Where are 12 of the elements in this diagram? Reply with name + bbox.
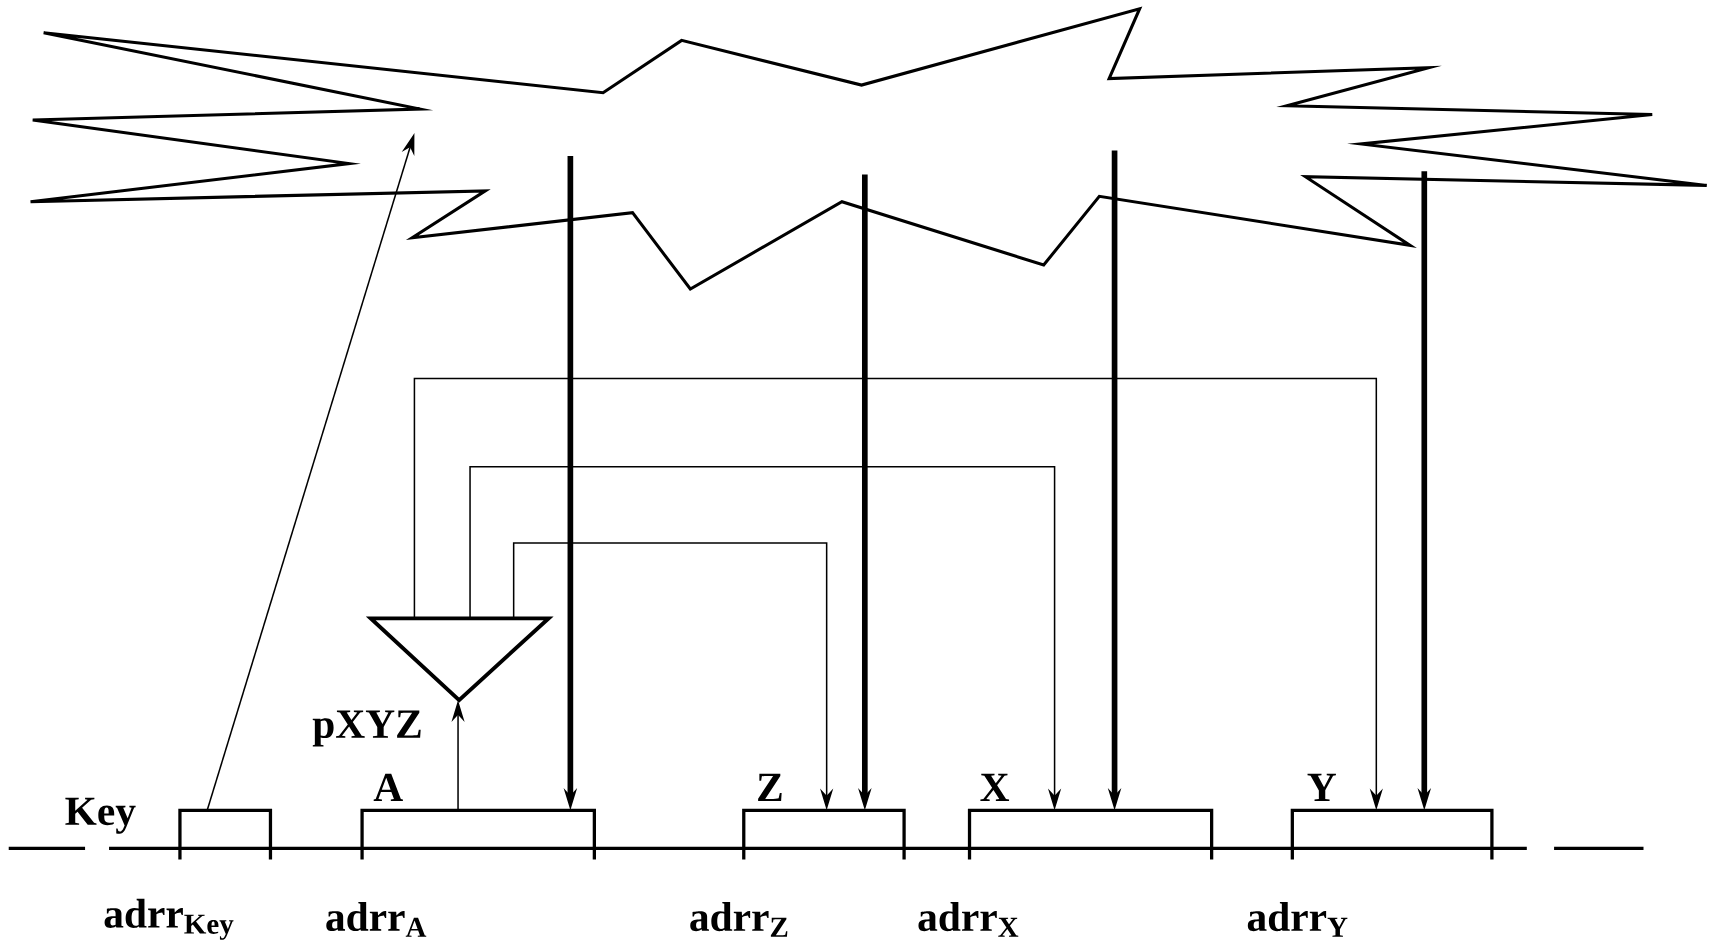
block-label: A: [373, 773, 403, 802]
cloud-shape: [29, 6, 1709, 291]
address-label: adrr$_{X}$: [918, 901, 1019, 937]
address-label: adrr$_{Key}$: [104, 898, 234, 940]
block-label: Key: [65, 797, 136, 834]
address-label: adrr$_{Y}$: [1247, 901, 1348, 937]
register-label: pXYZ: [312, 710, 421, 747]
address-label: adrr$_{Z}$: [690, 901, 788, 937]
block-label: Y: [1307, 773, 1336, 801]
block-label: Z: [758, 773, 782, 801]
address-label: adrr$_{A}$: [326, 901, 427, 937]
block-label: X: [980, 773, 1010, 801]
